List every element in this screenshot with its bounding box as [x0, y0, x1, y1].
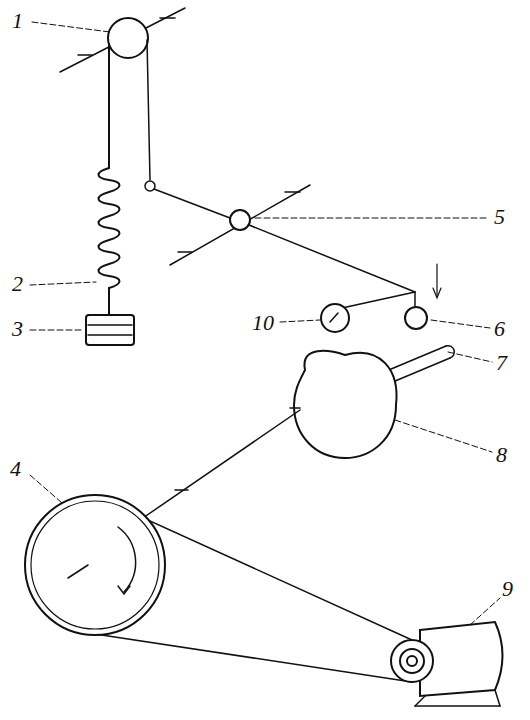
callout-number: 5 — [494, 206, 505, 228]
roller-10 — [321, 304, 349, 332]
callout-number: 9 — [502, 578, 513, 600]
weight-3 — [86, 315, 134, 345]
callout-number: 3 — [12, 318, 23, 340]
callout-number: 8 — [496, 444, 507, 466]
leader-lines — [30, 22, 500, 625]
callout-number: 6 — [494, 318, 505, 340]
pulley-1 — [60, 8, 185, 72]
cam-8 — [140, 346, 454, 520]
roller-6 — [405, 307, 427, 329]
pulley-4 — [25, 495, 165, 635]
motor-9 — [391, 622, 503, 706]
callout-number: 2 — [12, 273, 23, 295]
callout-number: 1 — [12, 10, 23, 32]
callout-number: 7 — [496, 352, 507, 374]
lever-5 — [154, 185, 441, 308]
spring-2 — [99, 44, 120, 315]
callout-number: 4 — [10, 458, 21, 480]
callout-number: 10 — [252, 312, 274, 334]
